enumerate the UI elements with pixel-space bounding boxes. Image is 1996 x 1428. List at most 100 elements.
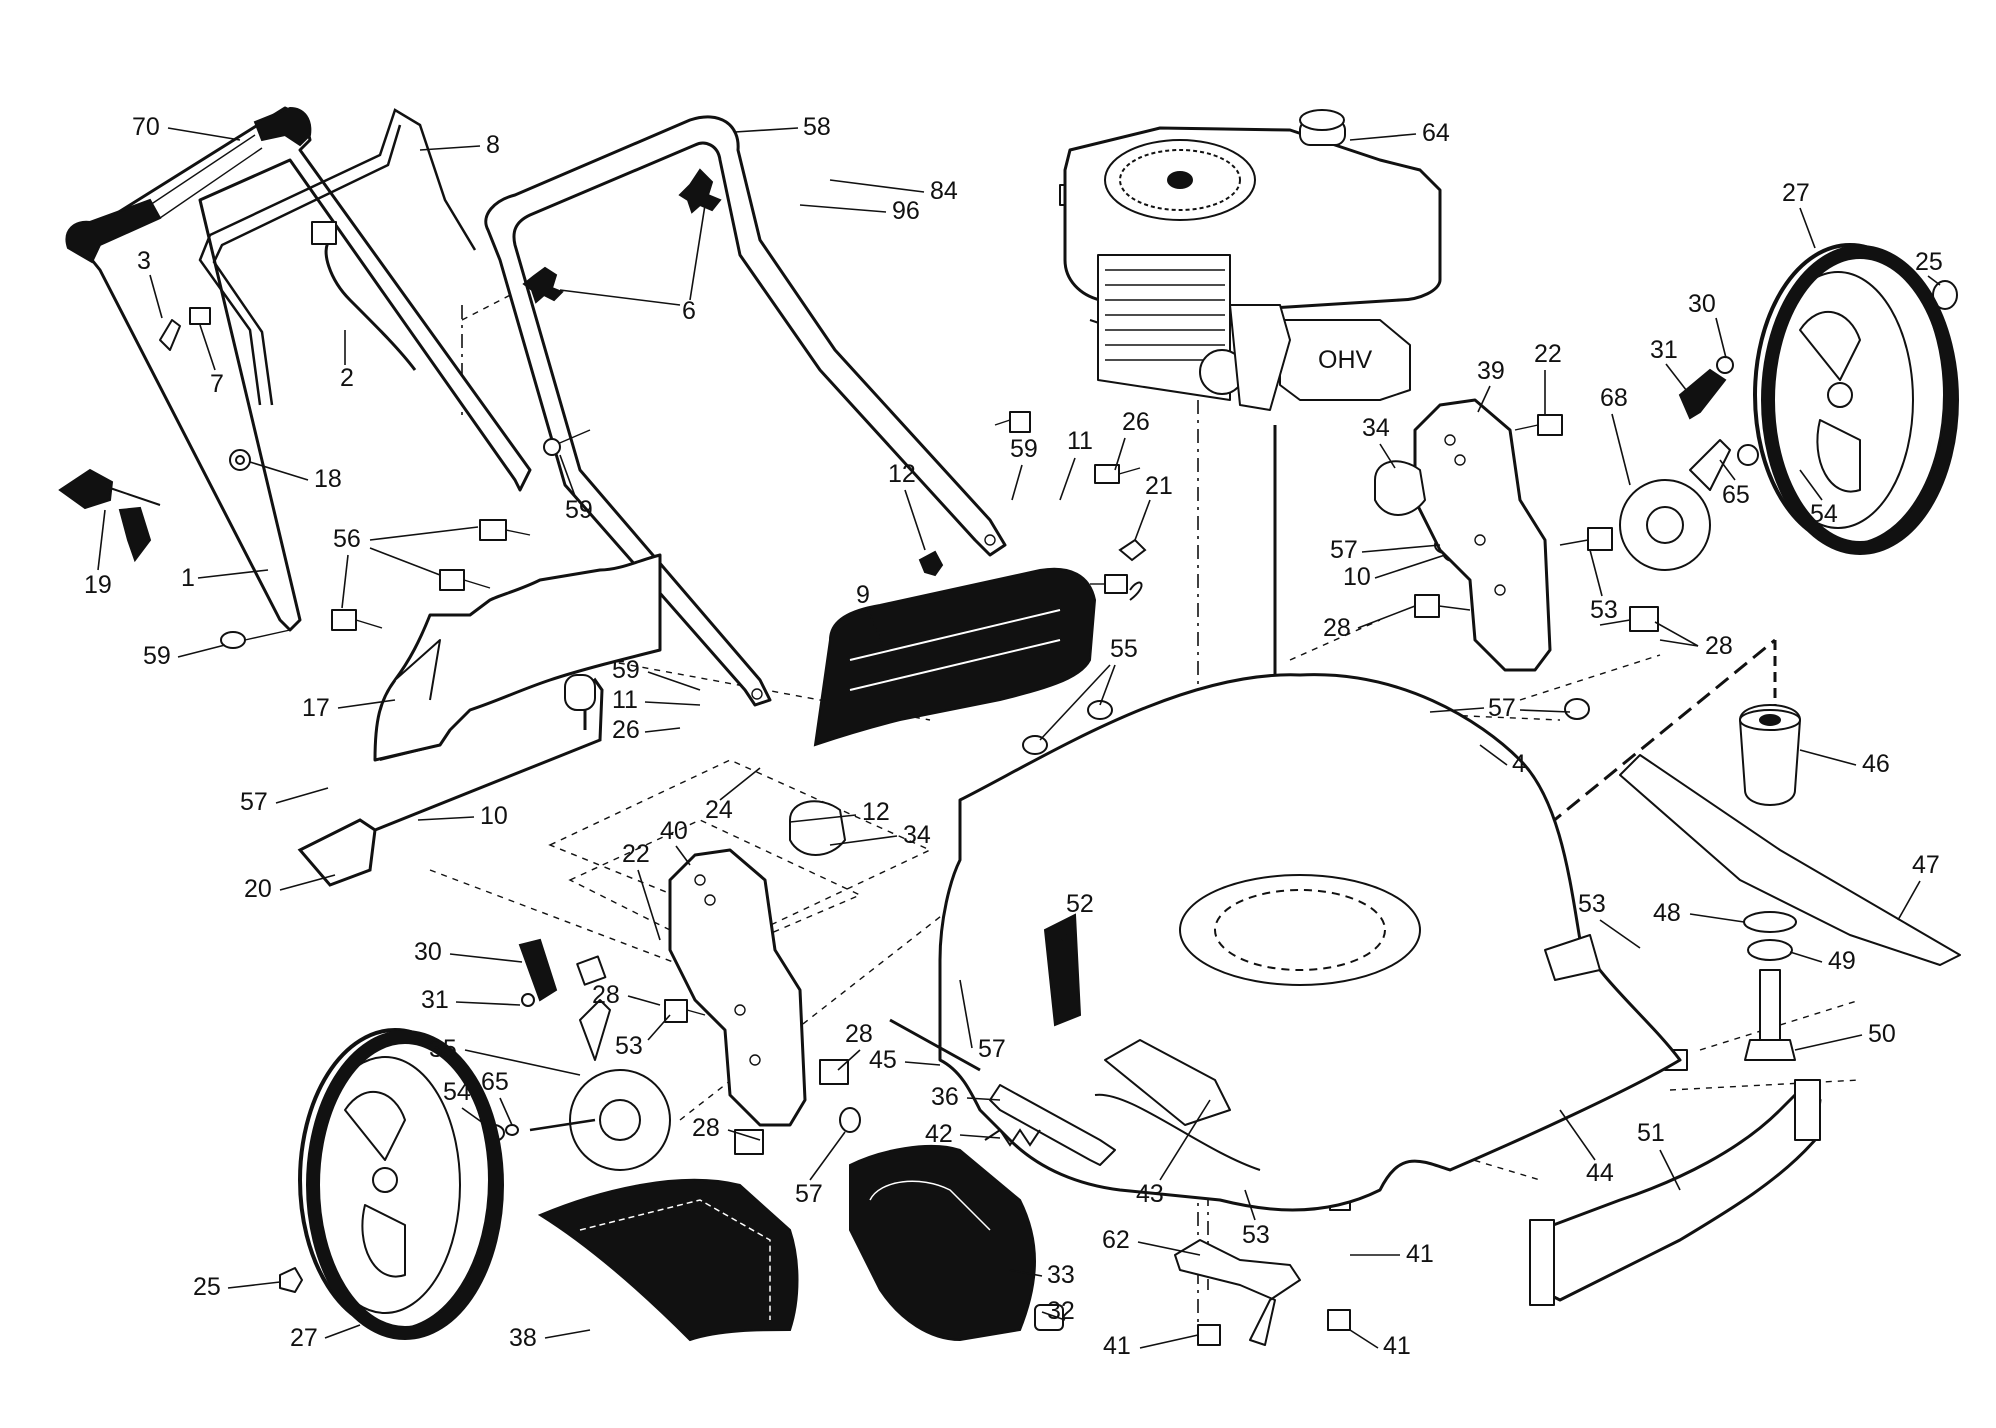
callout-35: 35 bbox=[429, 1035, 457, 1063]
engine-ohv-badge: OHV bbox=[1318, 346, 1373, 374]
callout-31-right: 31 bbox=[1650, 336, 1678, 364]
callout-39: 39 bbox=[1477, 357, 1505, 385]
callout-18: 18 bbox=[314, 465, 342, 493]
callout-53-bottom: 53 bbox=[1242, 1221, 1270, 1249]
callout-40: 40 bbox=[660, 817, 688, 845]
deflector bbox=[1529, 1079, 1822, 1306]
callout-6: 6 bbox=[682, 297, 696, 325]
callout-26-lower: 26 bbox=[612, 716, 640, 744]
rear-shield bbox=[297, 553, 662, 887]
callout-22-left: 22 bbox=[622, 840, 650, 868]
callout-50: 50 bbox=[1868, 1020, 1896, 1048]
mulch-plug bbox=[537, 1178, 799, 1342]
callout-68: 68 bbox=[1600, 384, 1628, 412]
engine: OHV bbox=[1063, 109, 1442, 411]
callout-57-left: 57 bbox=[240, 788, 268, 816]
callout-44: 44 bbox=[1586, 1159, 1614, 1187]
callout-3: 3 bbox=[137, 247, 151, 275]
discharge-cover bbox=[813, 567, 1097, 747]
side-discharge-chute bbox=[849, 1144, 1064, 1342]
callout-59-lower: 59 bbox=[612, 656, 640, 684]
callout-84: 84 bbox=[930, 177, 958, 205]
callout-labels: 70 8 58 64 84 96 27 25 30 31 3 7 2 6 22 … bbox=[84, 113, 1943, 1360]
callout-27-right: 27 bbox=[1782, 179, 1810, 207]
axle-brackets bbox=[529, 398, 1731, 1171]
upper-handle bbox=[484, 115, 1007, 707]
callout-28-left-b: 28 bbox=[845, 1020, 873, 1048]
callout-96: 96 bbox=[892, 197, 920, 225]
callout-57-mid: 57 bbox=[1488, 694, 1516, 722]
callout-42: 42 bbox=[925, 1120, 953, 1148]
knobs bbox=[58, 168, 1727, 1002]
callout-12-upper: 12 bbox=[888, 460, 916, 488]
callout-31-left: 31 bbox=[421, 986, 449, 1014]
callout-51: 51 bbox=[1637, 1119, 1665, 1147]
callout-26-right: 26 bbox=[1122, 408, 1150, 436]
callout-62: 62 bbox=[1102, 1226, 1130, 1254]
callout-12-lower: 12 bbox=[862, 798, 890, 826]
callout-32: 32 bbox=[1047, 1297, 1075, 1325]
control-bail bbox=[198, 108, 477, 406]
callout-47: 47 bbox=[1912, 851, 1940, 879]
callout-65-left: 65 bbox=[481, 1068, 509, 1096]
callout-53-mid: 53 bbox=[1578, 890, 1606, 918]
callout-57-bottom: 57 bbox=[795, 1180, 823, 1208]
rear-wheel-right bbox=[1753, 243, 1959, 555]
front-wheel-left bbox=[298, 1028, 504, 1340]
callout-59-left: 59 bbox=[143, 642, 171, 670]
callout-48: 48 bbox=[1653, 899, 1681, 927]
callout-33: 33 bbox=[1047, 1261, 1075, 1289]
callout-28-right-b: 28 bbox=[1705, 632, 1733, 660]
callout-34-right: 34 bbox=[1362, 414, 1390, 442]
callout-17: 17 bbox=[302, 694, 330, 722]
callout-45: 45 bbox=[869, 1046, 897, 1074]
callout-43: 43 bbox=[1136, 1180, 1164, 1208]
callout-28-left-a: 28 bbox=[592, 981, 620, 1009]
callout-36: 36 bbox=[931, 1083, 959, 1111]
callout-41-right: 41 bbox=[1406, 1240, 1434, 1268]
callout-7: 7 bbox=[210, 370, 224, 398]
callout-64: 64 bbox=[1422, 119, 1450, 147]
callout-20: 20 bbox=[244, 875, 272, 903]
callout-30-right: 30 bbox=[1688, 290, 1716, 318]
callout-59-upper: 59 bbox=[565, 496, 593, 524]
callout-34-left: 34 bbox=[903, 821, 931, 849]
callout-24: 24 bbox=[705, 796, 733, 824]
callout-55: 55 bbox=[1110, 635, 1138, 663]
callout-28-left-c: 28 bbox=[692, 1114, 720, 1142]
callout-28-right-a: 28 bbox=[1323, 614, 1351, 642]
callout-65-right: 65 bbox=[1722, 481, 1750, 509]
callout-9: 9 bbox=[856, 581, 870, 609]
callout-41-left: 41 bbox=[1103, 1332, 1131, 1360]
callout-11-right: 11 bbox=[1067, 427, 1093, 455]
callout-57-upper: 57 bbox=[1330, 536, 1358, 564]
callout-41-bottom: 41 bbox=[1383, 1332, 1411, 1360]
callout-1: 1 bbox=[181, 564, 195, 592]
callout-10-right: 10 bbox=[1343, 563, 1371, 591]
callout-70: 70 bbox=[132, 113, 160, 141]
callout-27-left: 27 bbox=[290, 1324, 318, 1352]
callout-54-right: 54 bbox=[1810, 500, 1838, 528]
callout-38: 38 bbox=[509, 1324, 537, 1352]
callout-53-right: 53 bbox=[1590, 596, 1618, 624]
callout-10-left: 10 bbox=[480, 802, 508, 830]
callout-22-right: 22 bbox=[1534, 340, 1562, 368]
lower-handle bbox=[65, 106, 532, 632]
callout-56: 56 bbox=[333, 525, 361, 553]
mower-deck bbox=[938, 673, 1682, 1212]
callout-21: 21 bbox=[1145, 472, 1173, 500]
callout-2: 2 bbox=[340, 364, 354, 392]
callout-54-left: 54 bbox=[443, 1078, 471, 1106]
callout-30-left: 30 bbox=[414, 938, 442, 966]
callout-25-right: 25 bbox=[1915, 248, 1943, 276]
callout-25-left: 25 bbox=[193, 1273, 221, 1301]
callout-53-left: 53 bbox=[615, 1032, 643, 1060]
callout-59-right: 59 bbox=[1010, 435, 1038, 463]
callout-4: 4 bbox=[1512, 750, 1526, 778]
callout-49: 49 bbox=[1828, 947, 1856, 975]
callout-19: 19 bbox=[84, 571, 112, 599]
callout-57-lower: 57 bbox=[978, 1035, 1006, 1063]
callout-46: 46 bbox=[1862, 750, 1890, 778]
callout-52: 52 bbox=[1066, 890, 1094, 918]
